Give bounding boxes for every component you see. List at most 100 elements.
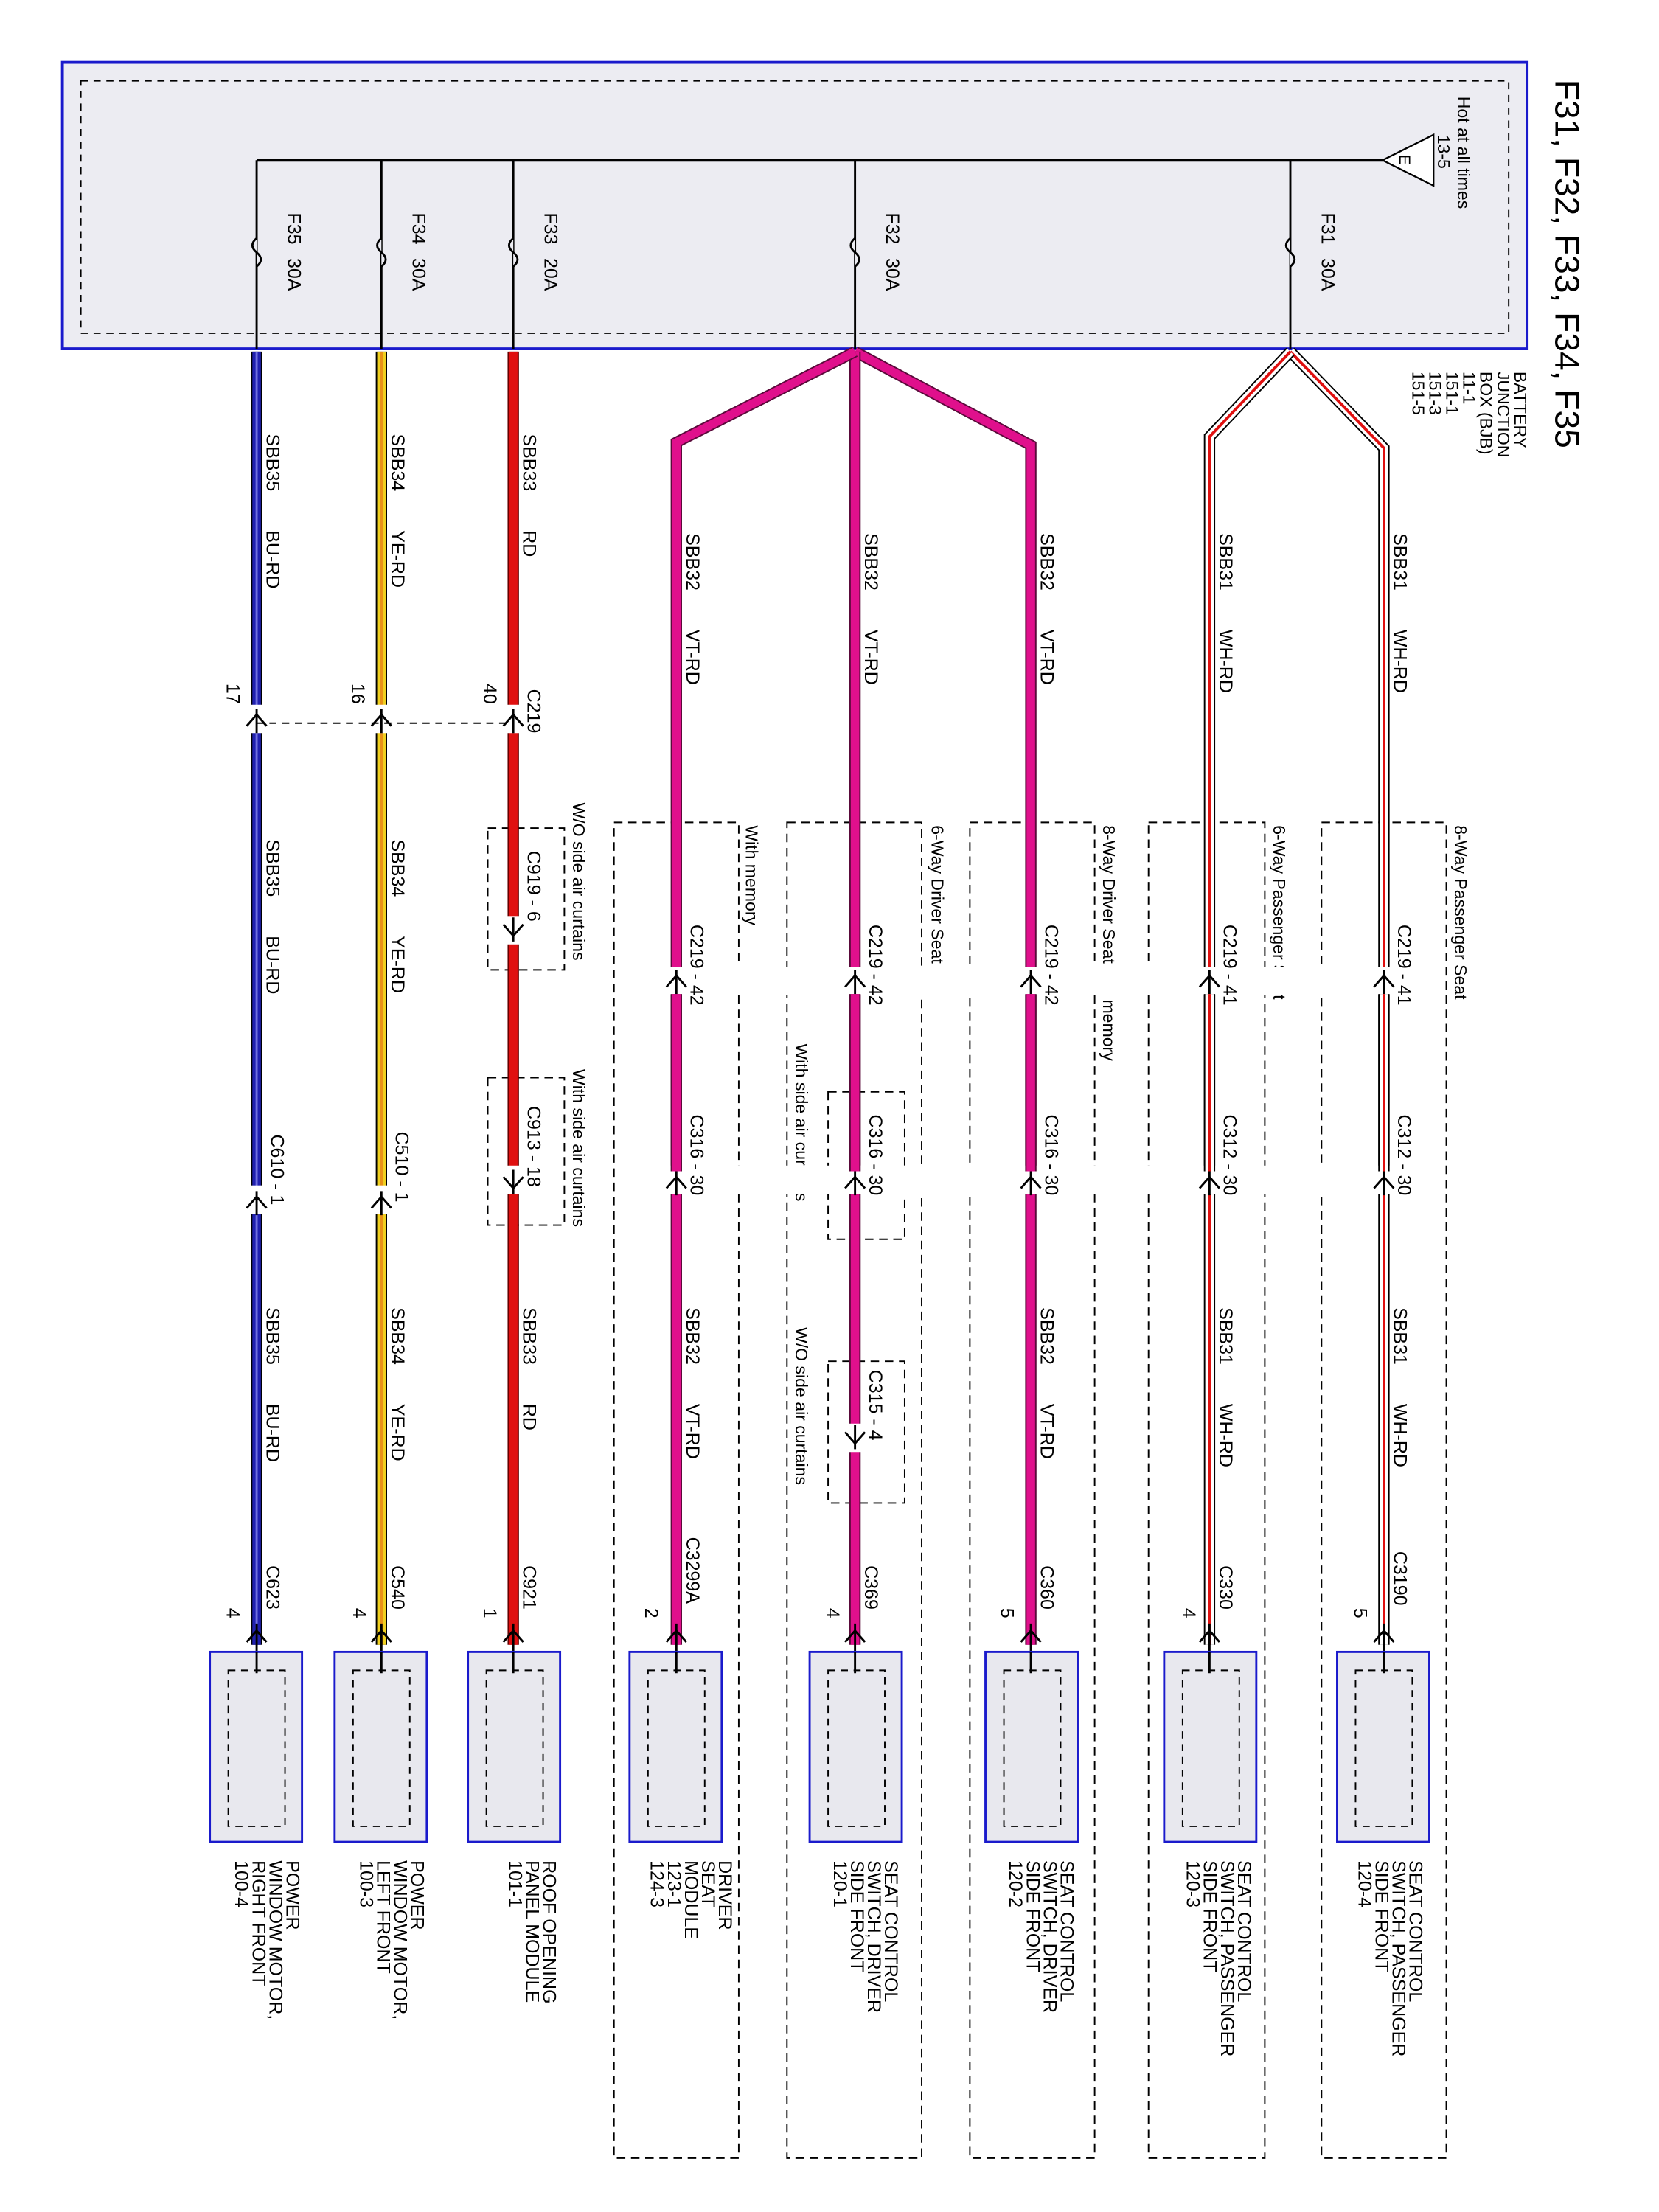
fuse-f32-name: F32 [882,212,902,244]
bjb-inner-dashed [80,80,1510,334]
module-m3-name: SIDE FRONT [1022,1860,1043,1972]
module-m6-name: 101-1 [504,1860,525,1907]
option-box-with-curtains-roof [487,1077,566,1226]
connector-c219-41-a-icon [1373,970,1395,995]
module-m8-name: WINDOW MOTOR, [265,1860,285,2020]
module-m4-name: SEAT CONTROL [880,1860,901,2002]
connector-c315-4-label: C315 - 4 [865,1370,886,1441]
circuit-color-sbb32-b: VT-RD [860,630,881,685]
circuit-color-sbb34: YE-RD [387,530,408,588]
module-m2-name: SIDE FRONT [1200,1860,1220,1972]
circuit-color-sbb31-b-low: WH-RD [1215,1404,1236,1467]
circuit-color-sbb31-a: WH-RD [1389,630,1410,693]
module-m2-name: SWITCH, PASSENGER [1217,1860,1237,2056]
module-m5 [628,1650,723,1843]
connector-c312-30-b-icon [1198,1171,1220,1196]
module-pin-m7: 4 [349,1608,369,1618]
module-m1-name: SWITCH, PASSENGER [1388,1860,1408,2056]
module-m6 [467,1650,562,1843]
connector-c219-42-label-a: C219 - 42 [1040,925,1061,1006]
module-m5-name: 124-3 [647,1860,667,1907]
connector-c312-30-a-icon [1373,1171,1395,1196]
module-m3-name: 120-2 [1005,1860,1026,1907]
module-pin-m8: 4 [223,1608,243,1618]
bjb-box [60,60,1529,350]
module-m2-name: SEAT CONTROL [1234,1860,1254,2002]
bjb-label-line: 151-5 [1408,372,1427,415]
circuit-label-sbb35: SBB35 [262,434,283,491]
connector-c360-label: C360 [1037,1565,1057,1610]
module-m1-name: SIDE FRONT [1371,1860,1391,1972]
connector-c3190-label: C3190 [1389,1551,1410,1606]
connector-c316-30-label-a: C316 - 30 [1040,1115,1061,1196]
connector-c312-30-label-a: C312 - 30 [1394,1115,1414,1196]
module-m7-name: WINDOW MOTOR, [390,1860,411,2020]
connector-c921-label: C921 [519,1565,540,1610]
option-boxes [487,821,1447,2159]
circuit-color-sbb31-b: WH-RD [1215,630,1236,693]
module-m8-pin-icon [246,1623,268,1652]
fuse-f34-icon [376,237,387,268]
circuit-color-sbb32-c: VT-RD [682,630,703,685]
connector-c919-6-label: C919 - 6 [523,851,543,922]
circuit-color-sbb35-low: BU-RD [262,1404,283,1462]
module-m5-pin-icon [665,1623,687,1652]
module-m5-name: SEAT [698,1860,718,1907]
pin-16-label: 16 [347,684,368,704]
circuit-label-sbb32-a: SBB32 [1037,533,1057,591]
option-label-with-curtains-roof: With side air curtains [569,1069,588,1227]
connector-c219-41-label-a: C219 - 41 [1394,925,1414,1006]
wire-sbb31-a [1286,347,1390,1645]
hot-ref: 13-5 [1434,135,1453,169]
module-m4-name: SWITCH, DRIVER [863,1860,884,2013]
diagram-title: F31, F32, F33, F34, F35 [1548,80,1587,448]
fuse-f33-rating: 20A [540,258,560,291]
module-m3-pin-icon [1020,1623,1042,1652]
fuse-f34-name: F34 [408,212,429,244]
circuit-label-sbb32-b: SBB32 [860,533,881,591]
connector-c219-label: C219 [523,689,543,734]
pin-40-label: 40 [479,684,500,704]
circuit-label-sbb32-a-low: SBB32 [1037,1307,1057,1365]
fuse-f35-name: F35 [283,212,304,244]
module-pin-m1: 5 [1350,1608,1371,1618]
circuit-color-sbb31-a-low: WH-RD [1389,1404,1410,1467]
bjb-label: BATTERY JUNCTION BOX (BJB) 11-1 151-1 15… [1408,372,1529,458]
bjb-label-line: 11-1 [1460,372,1479,404]
module-m7-name: LEFT FRONT [373,1860,394,1974]
connector-c316-30-c-icon [665,1171,687,1196]
connector-c219-42-c-icon [665,970,687,995]
circuit-label-sbb35-low: SBB35 [262,1307,283,1365]
connector-c219-pin-16-icon [370,709,392,734]
option-label-wo-curtains-drv: W/O side air curtains [792,1327,811,1485]
circuit-label-sbb31-a-low: SBB31 [1389,1307,1410,1365]
module-m8-name: POWER [282,1860,302,1930]
circuit-label-sbb34: SBB34 [387,434,408,491]
module-m3-name: SWITCH, DRIVER [1039,1860,1060,2013]
fuse-f34-rating: 30A [408,258,429,291]
fuse-f31-icon [1284,237,1296,268]
option-label-pass8: 8-Way Passenger Seat [1451,825,1470,1000]
fuse-f35-icon [251,237,262,268]
module-m1-pin-icon [1373,1623,1395,1652]
module-pin-m2: 4 [1178,1608,1199,1618]
module-m7 [333,1650,428,1843]
circuit-color-sbb34-mid: YE-RD [387,936,408,993]
circuit-color-sbb33-low: RD [519,1404,540,1430]
pin-17-label: 17 [223,684,243,704]
module-m4-pin-icon [844,1623,866,1652]
bjb-label-line: 151-1 [1443,372,1462,415]
wire-rejoin [670,994,1390,1172]
module-m5-name: MODULE [681,1860,701,1939]
module-pin-m3: 5 [997,1608,1018,1618]
fuse-f33-name: F33 [540,212,560,244]
fuse-f31-name: F31 [1317,212,1338,244]
bjb-label-line: 151-3 [1425,372,1444,415]
connector-c219-41-label-b: C219 - 41 [1220,925,1240,1006]
connector-c610-1-icon [246,1191,268,1216]
circuit-label-sbb34-low: SBB34 [387,1307,408,1365]
circuit-color-sbb35-mid: BU-RD [262,936,283,994]
connector-c219-pin-17-icon [246,709,268,734]
module-m2-pin-icon [1198,1623,1220,1652]
